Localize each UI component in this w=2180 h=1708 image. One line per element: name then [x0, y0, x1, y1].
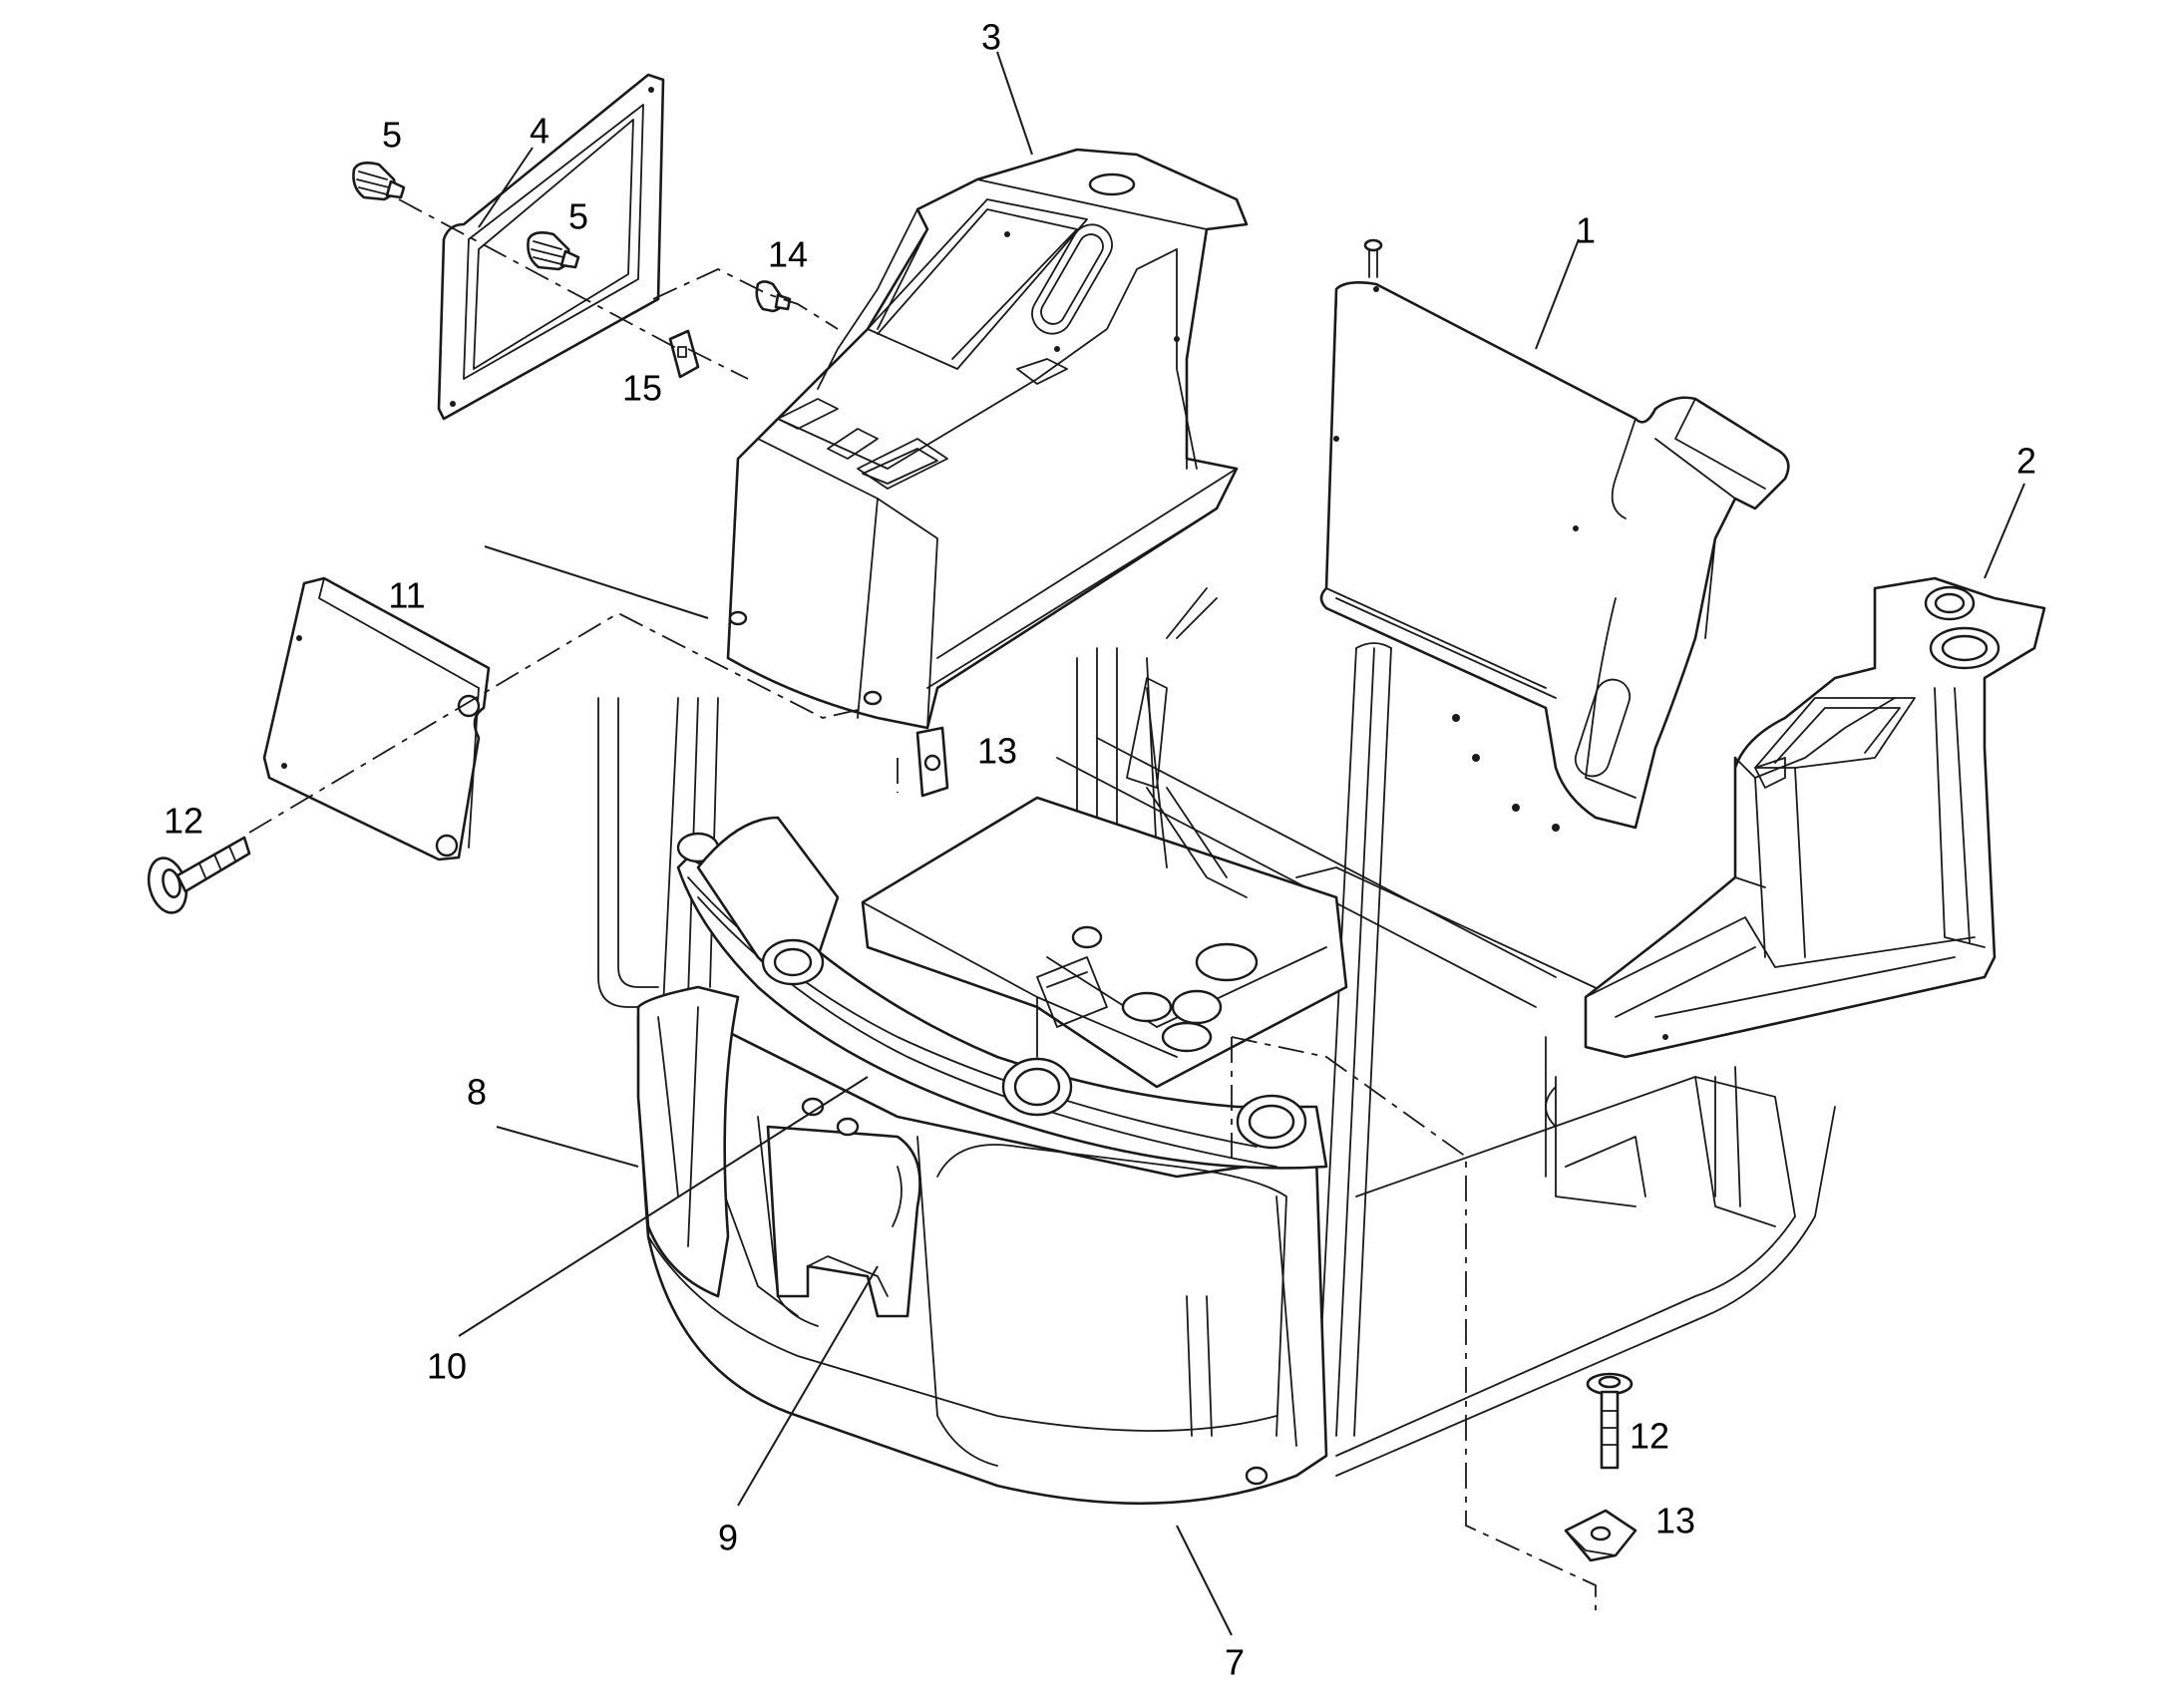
- callout-2: 2: [2016, 441, 2036, 482]
- assembly-center-lines: [248, 198, 1597, 1610]
- cab-frame: [597, 587, 1836, 1477]
- callout-12-left: 12: [164, 801, 203, 842]
- callout-14: 14: [768, 234, 808, 275]
- part-10-dash-top: [676, 816, 1328, 1170]
- part-9-inner-panel: [766, 1125, 921, 1318]
- part-12-screw-lower: [1586, 1372, 1634, 1470]
- callout-8: 8: [467, 1072, 487, 1113]
- part-3-console: [726, 148, 1249, 730]
- part-13-clip-nut-lower: [1564, 1509, 1637, 1562]
- part-5-knob-upper: [352, 162, 406, 201]
- callout-9: 9: [718, 1518, 738, 1558]
- callout-15: 15: [622, 368, 662, 409]
- callout-5-upper: 5: [382, 115, 402, 156]
- part-2-right-console: [1584, 576, 2046, 1059]
- part-8-left-cowl: [636, 985, 740, 1298]
- callout-13-upper: 13: [977, 731, 1017, 772]
- callout-7: 7: [1225, 1642, 1245, 1683]
- part-12-screw-left: [147, 836, 251, 914]
- callout-3: 3: [981, 17, 1001, 58]
- callout-5-lower: 5: [568, 196, 588, 237]
- part-15-clip: [668, 329, 700, 379]
- callout-11: 11: [388, 575, 425, 616]
- callout-labels: 1 2 3 4 5 5 7 8 9 10 11 12 12 13 13 14 1…: [164, 17, 2036, 1683]
- part-5-knob-lower: [527, 231, 580, 271]
- callout-12-lower: 12: [1630, 1416, 1669, 1457]
- part-11-side-plate: [262, 576, 491, 861]
- callout-10: 10: [427, 1346, 467, 1387]
- part-14-grommet: [755, 280, 792, 313]
- part-13-clip-nut-upper: [915, 726, 949, 798]
- callout-13-lower: 13: [1655, 1501, 1695, 1541]
- leader-lines: [458, 51, 2025, 1636]
- part-1-rear-panel: [1319, 238, 1790, 832]
- callout-4: 4: [530, 111, 549, 152]
- callout-1: 1: [1576, 210, 1596, 251]
